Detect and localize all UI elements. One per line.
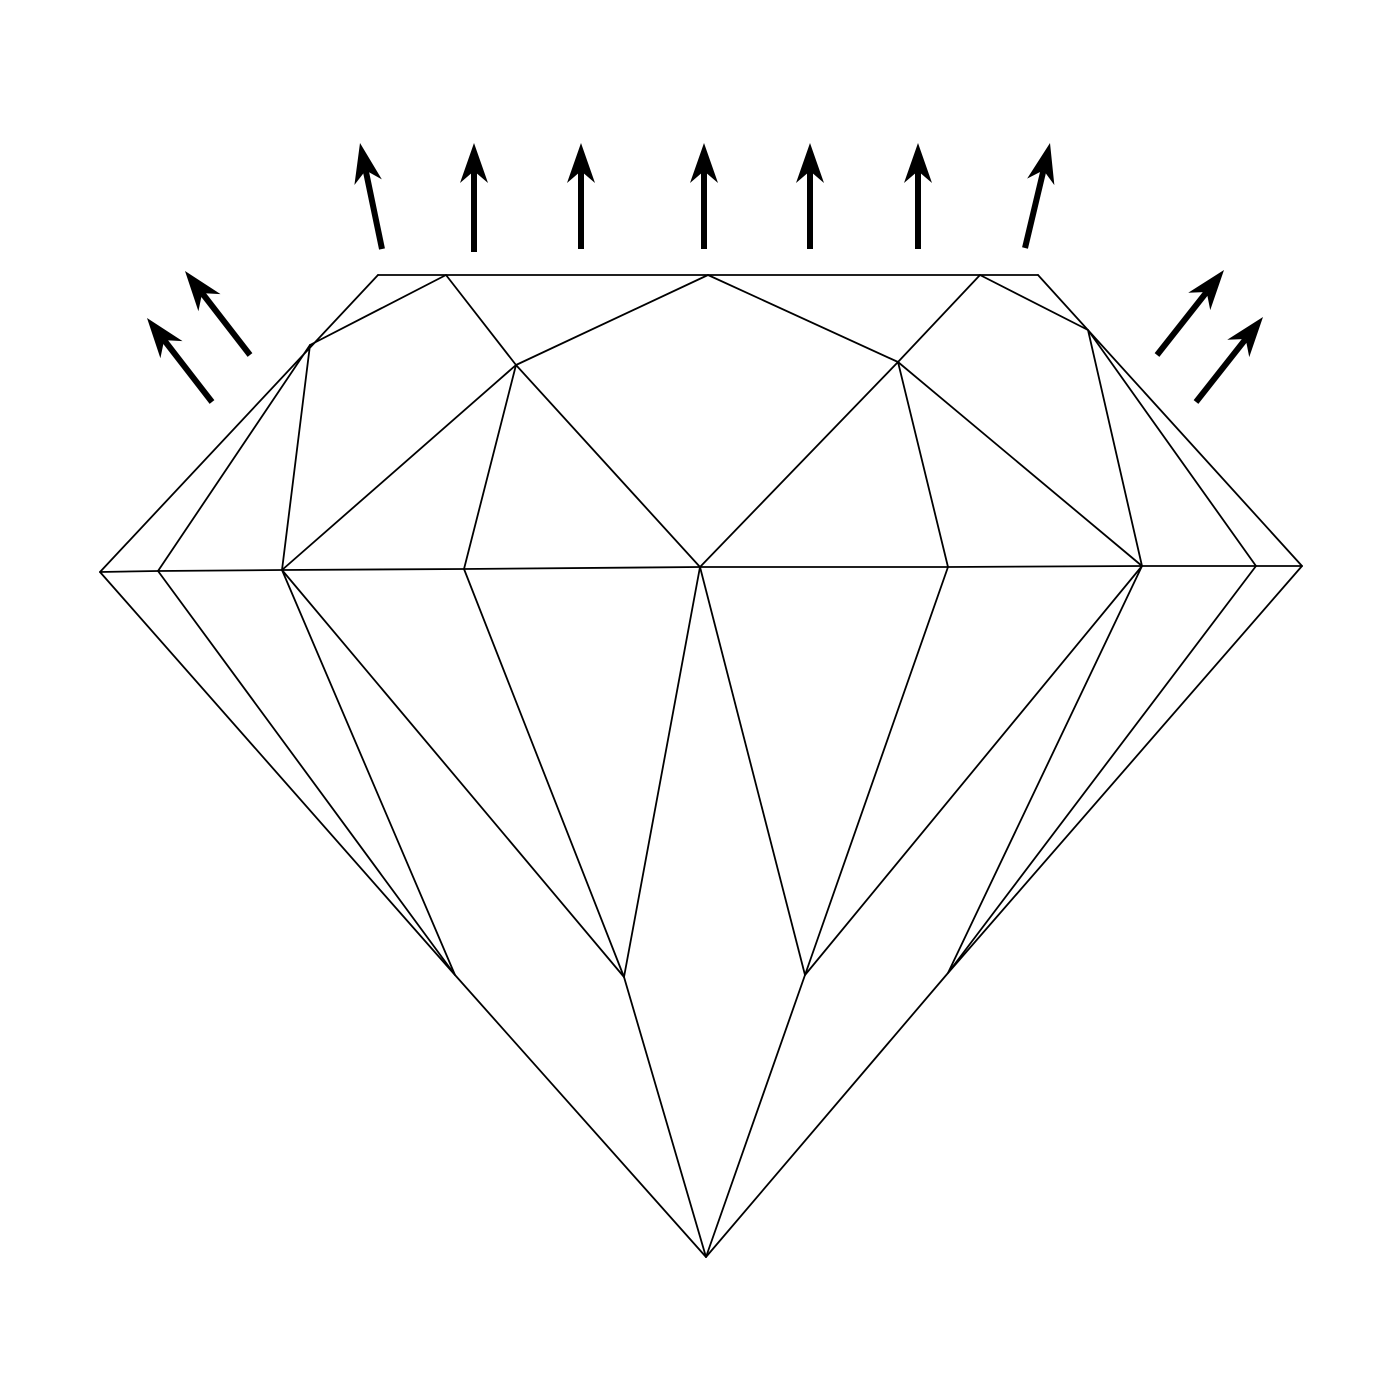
arrow-shaft: [199, 291, 253, 357]
arrow-up-icon: [185, 271, 253, 357]
arrow-head: [185, 271, 221, 312]
facet-edge: [804, 565, 1143, 976]
facet-edge: [157, 344, 311, 572]
arrow-head: [1027, 143, 1055, 186]
facet-edge: [157, 569, 283, 572]
facet-edge: [515, 364, 701, 568]
facet-edge: [707, 274, 899, 363]
facet-edge: [281, 568, 465, 571]
light-rays: [147, 143, 1263, 404]
facet-edge: [947, 565, 1143, 974]
arrow-up-icon: [567, 143, 595, 249]
facet-edge: [699, 566, 806, 976]
facet-edge: [1087, 329, 1257, 567]
facet-edge: [309, 274, 447, 346]
arrow-shaft: [1154, 290, 1210, 357]
arrow-head: [904, 143, 932, 183]
facet-edge: [979, 274, 1089, 331]
arrow-head: [1188, 270, 1224, 311]
arrow-head: [567, 143, 595, 183]
facet-edge: [463, 364, 517, 570]
arrow-up-icon: [1022, 143, 1055, 249]
facet-edge: [157, 570, 456, 976]
facet-edge: [705, 974, 806, 1258]
facet-edge: [99, 274, 379, 573]
facet-edge: [897, 361, 949, 568]
arrow-head: [690, 143, 718, 183]
facet-edge: [463, 568, 625, 978]
arrow-head: [1227, 317, 1263, 358]
arrow-shaft: [161, 338, 215, 404]
facet-edge: [1037, 274, 1303, 567]
arrow-up-icon: [147, 318, 215, 404]
arrow-shaft: [1022, 169, 1047, 249]
facet-edge: [705, 972, 949, 1258]
arrow-up-icon: [904, 143, 932, 249]
facet-edge: [281, 364, 517, 571]
facet-edge: [804, 566, 949, 976]
arrow-shaft: [1193, 337, 1249, 404]
facet-edge: [623, 566, 701, 978]
arrow-up-icon: [1193, 317, 1263, 404]
facet-edge: [897, 361, 1143, 567]
arrow-head: [354, 143, 382, 186]
facet-edge: [281, 569, 625, 978]
facet-edge: [99, 571, 456, 976]
facet-edge: [947, 565, 1143, 568]
facet-edge: [947, 565, 1257, 974]
facet-edge: [947, 565, 1303, 974]
facet-edge: [454, 974, 707, 1258]
arrow-up-icon: [690, 143, 718, 249]
arrow-up-icon: [460, 143, 488, 252]
facet-edge: [463, 566, 701, 570]
arrow-up-icon: [796, 143, 824, 249]
arrow-up-icon: [1154, 270, 1224, 357]
arrow-head: [460, 143, 488, 183]
arrow-head: [796, 143, 824, 183]
facet-edge: [281, 569, 456, 976]
arrow-up-icon: [354, 143, 385, 250]
facet-edge: [445, 274, 517, 366]
facet-edge: [281, 344, 311, 571]
facet-edge: [897, 274, 981, 363]
facet-edge: [99, 570, 159, 573]
facet-edge: [515, 274, 709, 366]
diamond-outline: [99, 274, 1303, 1258]
arrow-head: [147, 318, 183, 359]
facet-edge: [1087, 329, 1143, 567]
facet-edge: [623, 976, 707, 1258]
arrow-shaft: [362, 169, 385, 250]
facet-edge: [699, 361, 899, 568]
